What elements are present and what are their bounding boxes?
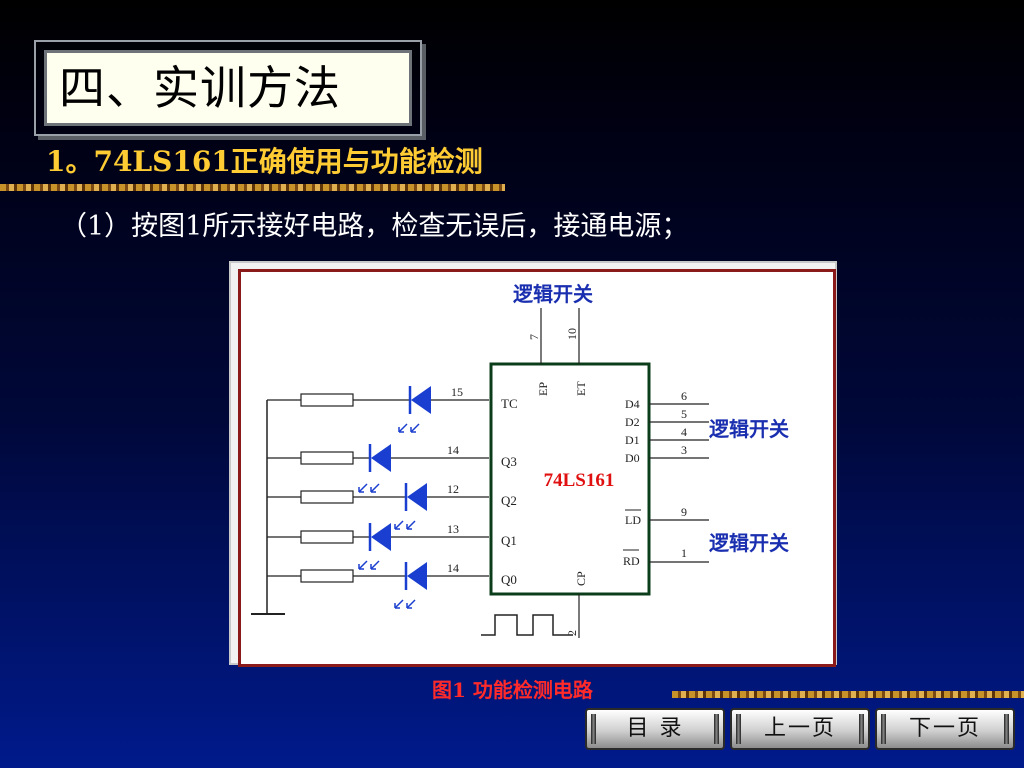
prev-page-button[interactable]: 上一页 (730, 708, 870, 750)
circuit-diagram: 74LS161 TC Q3 Q2 Q1 Q0 15 14 12 13 14 EP… (251, 282, 789, 638)
pin-d1: D1 (625, 433, 640, 447)
led-q2 (394, 483, 427, 530)
pin-q0: Q0 (501, 572, 517, 587)
pin-num-q3: 14 (447, 443, 459, 457)
switch-label-data: 逻辑开关 (709, 417, 789, 441)
output-branch-q2 (267, 490, 489, 504)
decorative-bar-bottom (672, 691, 1024, 698)
figure-panel: 74LS161 TC Q3 Q2 Q1 Q0 15 14 12 13 14 EP… (238, 269, 836, 667)
pin-num-d1: 4 (681, 425, 687, 439)
pin-num-ld: 9 (681, 505, 687, 519)
switch-label-ctrl: 逻辑开关 (709, 531, 789, 555)
pin-num-rd: 1 (681, 546, 687, 560)
led-tc (398, 386, 431, 433)
pin-ep: EP (536, 382, 550, 396)
pin-num-et: 10 (565, 328, 579, 340)
pin-num-tc: 15 (451, 385, 463, 399)
chip-label: 74LS161 (544, 470, 615, 491)
toc-button[interactable]: 目 录 (585, 708, 725, 750)
led-q3 (358, 444, 391, 493)
pin-et: ET (574, 381, 588, 396)
pin-num-q2: 12 (447, 482, 459, 496)
slide-title: 四、实训方法 (59, 61, 341, 115)
pin-q1: Q1 (501, 533, 517, 548)
output-branch-tc (267, 393, 489, 407)
pin-num-ep: 7 (527, 334, 541, 340)
pin-num-q1: 13 (447, 522, 459, 536)
pin-d2: D2 (625, 415, 640, 429)
pin-d4: D4 (625, 397, 640, 411)
pin-q2: Q2 (501, 493, 517, 508)
title-frame: 四、实训方法 (34, 40, 422, 136)
pin-ld: LD (625, 513, 641, 527)
pin-d0: D0 (625, 451, 640, 465)
pin-cp: CP (574, 571, 588, 586)
pin-num-cp: 2 (565, 630, 579, 636)
next-page-button[interactable]: 下一页 (875, 708, 1015, 750)
title-box: 四、实训方法 (44, 50, 412, 126)
switch-label-top: 逻辑开关 (513, 282, 593, 306)
decorative-bar-top (0, 184, 505, 191)
pin-num-q0: 14 (447, 561, 459, 575)
chip-74ls161 (489, 362, 651, 596)
step-text: （1）按图1所示接好电路，检查无误后，接通电源； (60, 211, 689, 242)
pin-num-d4: 6 (681, 389, 687, 403)
pin-q3: Q3 (501, 454, 517, 469)
pin-rd: RD (623, 554, 640, 568)
section-heading: 1。74LS161正确使用与功能检测 (46, 145, 483, 178)
pin-num-d2: 5 (681, 407, 687, 421)
pin-num-d0: 3 (681, 443, 687, 457)
clock-pulse (481, 614, 573, 636)
output-branch-q0 (267, 569, 489, 583)
output-branch-q1 (267, 530, 489, 544)
figure-caption: 图1 功能检测电路 (432, 678, 593, 702)
led-q0 (394, 562, 427, 609)
pin-tc: TC (501, 396, 518, 411)
output-branch-q3 (267, 451, 489, 465)
led-q1 (358, 523, 391, 570)
